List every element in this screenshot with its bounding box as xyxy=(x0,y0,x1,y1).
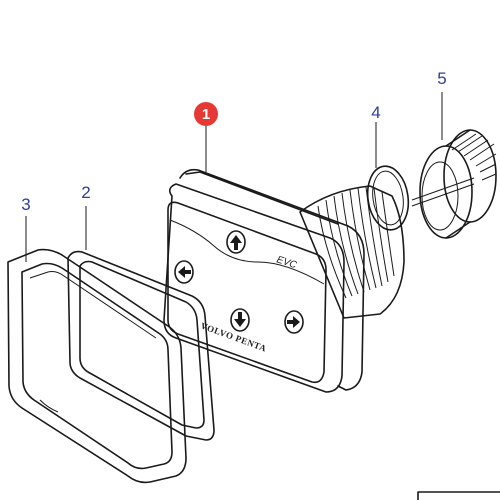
up-arrow-button[interactable] xyxy=(226,230,246,254)
callout-number-3: 3 xyxy=(21,195,30,214)
gasket xyxy=(67,250,215,441)
corner-fragment xyxy=(417,491,500,500)
callout-badge-1: 1 xyxy=(194,102,218,126)
callout-badge-circle xyxy=(194,102,218,126)
callout-number-2: 2 xyxy=(81,183,90,202)
brand-label: VOLVO PENTA xyxy=(199,320,268,353)
callout-number-4: 4 xyxy=(371,103,380,122)
evc-label: EVC xyxy=(275,254,299,271)
right-arrow-button[interactable] xyxy=(284,310,304,334)
knurled-nut xyxy=(411,129,497,239)
callout-number-5: 5 xyxy=(437,69,446,88)
callout-number-1: 1 xyxy=(202,106,210,123)
down-arrow-button[interactable] xyxy=(230,308,250,332)
left-arrow-button[interactable] xyxy=(174,260,194,284)
outer-trim-frame xyxy=(7,248,187,484)
